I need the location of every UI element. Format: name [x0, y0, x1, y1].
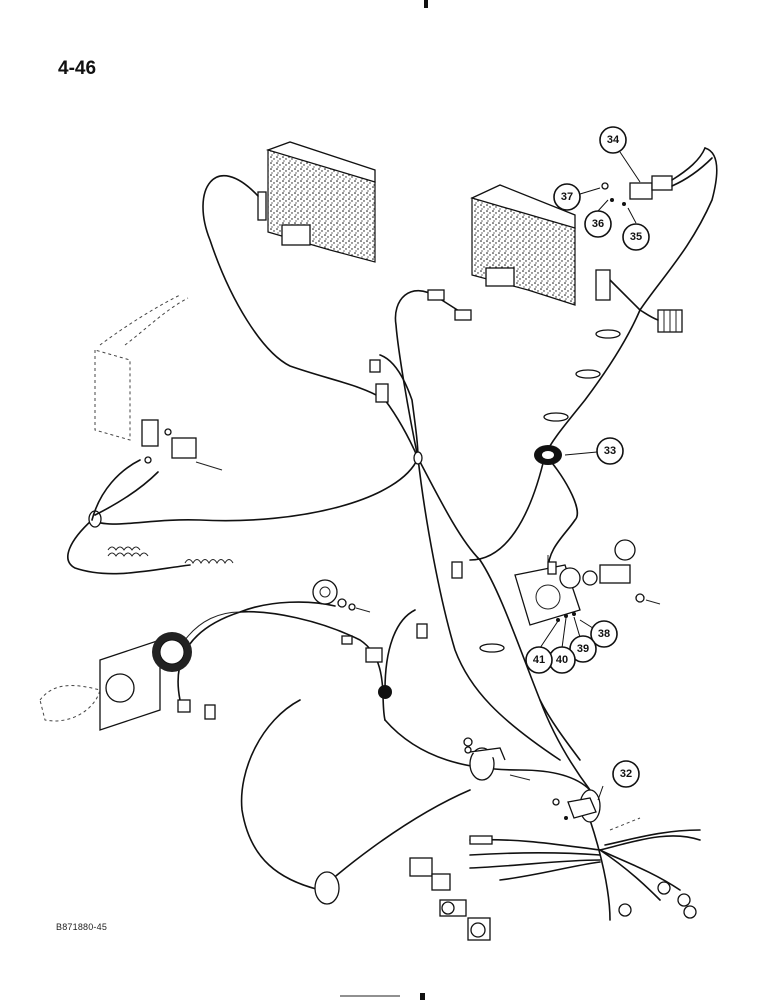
- right-work-lamp: [470, 184, 576, 306]
- callout-39-label: 39: [577, 643, 589, 655]
- callout-32: 32: [597, 760, 640, 801]
- round-switch: [312, 579, 428, 699]
- callout-35: 35: [622, 207, 650, 251]
- callout-41-label: 41: [533, 654, 545, 666]
- lower-right-lead-bundle: [409, 789, 701, 941]
- callout-34-label: 34: [607, 134, 620, 146]
- callout-33-label: 33: [604, 445, 616, 457]
- callout-39: 39: [569, 616, 597, 663]
- callout-37: 37: [553, 183, 601, 211]
- figure-id: B871880-45: [56, 922, 108, 932]
- callout-33: 33: [564, 437, 624, 465]
- harness-clamp: [314, 737, 531, 905]
- callout-35-label: 35: [630, 231, 642, 243]
- multi-pin-connectors: [595, 269, 683, 333]
- grommet: [534, 445, 562, 465]
- callout-38: 38: [579, 619, 618, 648]
- left-switch-bracket: [91, 294, 223, 521]
- relay-assembly: [601, 147, 713, 206]
- callout-41: 41: [525, 620, 559, 674]
- bulkhead-connector: [39, 611, 241, 731]
- callout-38-label: 38: [598, 628, 610, 640]
- callout-37-label: 37: [561, 191, 573, 203]
- callout-40-label: 40: [556, 654, 568, 666]
- cable-ties: [88, 329, 621, 653]
- callout-32-label: 32: [620, 768, 632, 780]
- callout-36: 36: [584, 199, 612, 238]
- wire-loom-coils: [107, 546, 234, 565]
- harness-wires: [67, 147, 718, 921]
- callout-40: 40: [548, 617, 576, 674]
- callout-36-label: 36: [592, 218, 604, 230]
- inline-connectors: [369, 289, 557, 579]
- page-number: 4-46: [58, 58, 97, 79]
- sender-assembly: [514, 539, 661, 626]
- callout-34: 34: [599, 126, 641, 183]
- left-work-lamp: [257, 141, 376, 263]
